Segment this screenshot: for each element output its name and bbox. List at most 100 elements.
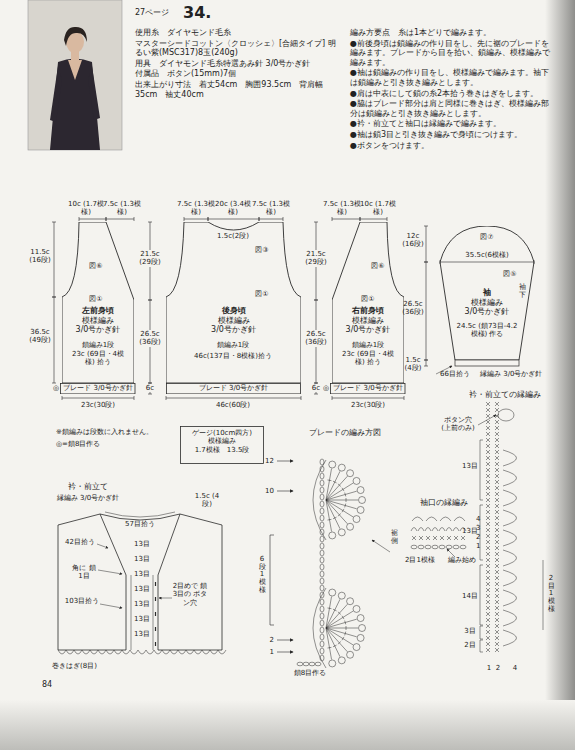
cuff-band [455,360,519,366]
guide-line [424,262,428,263]
chain-stitch [418,545,424,549]
guide-line [495,528,499,532]
pattern-label: 1 [476,542,480,550]
picot [338,529,345,536]
pattern-label: 2目1模様 [405,556,435,564]
guide-line [440,262,534,263]
guide-line [486,594,490,598]
guide-line [495,546,499,550]
guide-line [433,536,437,540]
pattern-label: 図⑤ [503,270,516,278]
chain-stitch [297,662,303,666]
guide-line [486,462,490,466]
chart-stroke [98,650,106,654]
guide-line [480,565,481,625]
guide-line [486,570,490,574]
guide-line [486,456,490,460]
guide-line [486,528,490,532]
guide-line [184,217,185,221]
guide-line [326,628,332,660]
pattern-label: 13目 [134,540,150,548]
chart-stroke [202,650,210,654]
guide-line [495,498,499,502]
chart-stroke [82,650,90,654]
guide-line [97,544,108,548]
guide-line [495,540,499,544]
guide-line [495,552,499,556]
chain-stitch [320,564,324,570]
pattern-label: 2目 [464,641,475,649]
guide-line [333,645,337,647]
guide-line [277,640,293,641]
guide-line [486,414,490,418]
guide-line [326,628,358,629]
guide-line [333,609,337,611]
guide-line [495,450,499,454]
guide-line [486,618,490,622]
pattern-label: 11.5c (16段) [28,248,52,265]
guide-line [338,642,341,645]
pattern-label: 1 [487,664,491,672]
guide-line [326,619,357,628]
chain-stitch [320,480,324,486]
guide-line [326,500,357,509]
pattern-label: 衿・前立て [68,482,108,492]
guide-line [54,297,55,383]
chain-stitch [320,515,324,521]
node-text: 模様編み [208,437,236,445]
guide-line [486,510,490,514]
chart-stroke [122,650,130,654]
instruction-text: ●ボタンをつけます。 [350,141,550,151]
pattern-label: 35.5c(6模様) [465,251,508,259]
guide-line [495,462,499,466]
guide-line [486,576,490,580]
guide-line [486,444,490,448]
guide-line [447,536,451,540]
guide-line [495,480,499,484]
guide-line [495,420,499,424]
pattern-label: 2 [496,664,500,672]
guide-line [345,632,346,636]
pattern-label: 7.5c (1.3模様) [102,200,142,217]
guide-line [486,432,490,436]
guide-line [486,432,490,436]
guide-line [486,606,490,610]
chart-stroke [503,470,517,486]
guide-line [495,648,499,652]
pattern-label: 20c (3.4模様) [213,200,253,217]
picot [329,461,336,468]
guide-line [486,636,490,640]
chart-stroke [412,517,423,521]
pattern-label: 1.5c (4段) [402,356,424,373]
pattern-label: 裾側 [391,530,398,545]
chart-stroke [503,510,517,526]
instruction-text: 編み方要点 糸は1本どりで編みます。 [350,28,550,38]
guide-line [277,461,293,462]
guide-line [495,564,499,568]
guide-line [495,642,499,646]
pattern-label: 3目 [464,627,475,635]
pattern-label: 26.5c (36段) [402,300,424,317]
pattern-label: 7.5c (1.3模様) [322,200,362,217]
instruction-text: 27ページ [135,8,169,18]
chain-stitch [320,550,324,556]
pattern-label: 図③ [255,246,268,254]
pattern-label: 14目 [462,592,478,600]
guide-line [326,500,347,524]
picot [357,487,364,494]
guide-line [326,491,357,500]
guide-line [480,626,483,627]
pattern-label: 図⑦ [480,233,493,241]
braid-band: ブレード 3/0号かぎ針 [330,383,406,394]
guide-line [301,396,302,400]
guide-line [486,546,490,550]
guide-line [486,600,490,604]
guide-line [486,528,490,532]
guide-line [486,420,490,424]
pattern-label: 図① [89,295,102,303]
guide-line [447,536,451,540]
outline [61,384,136,394]
chain-stitch [320,613,324,619]
chain-stitch [320,536,324,542]
